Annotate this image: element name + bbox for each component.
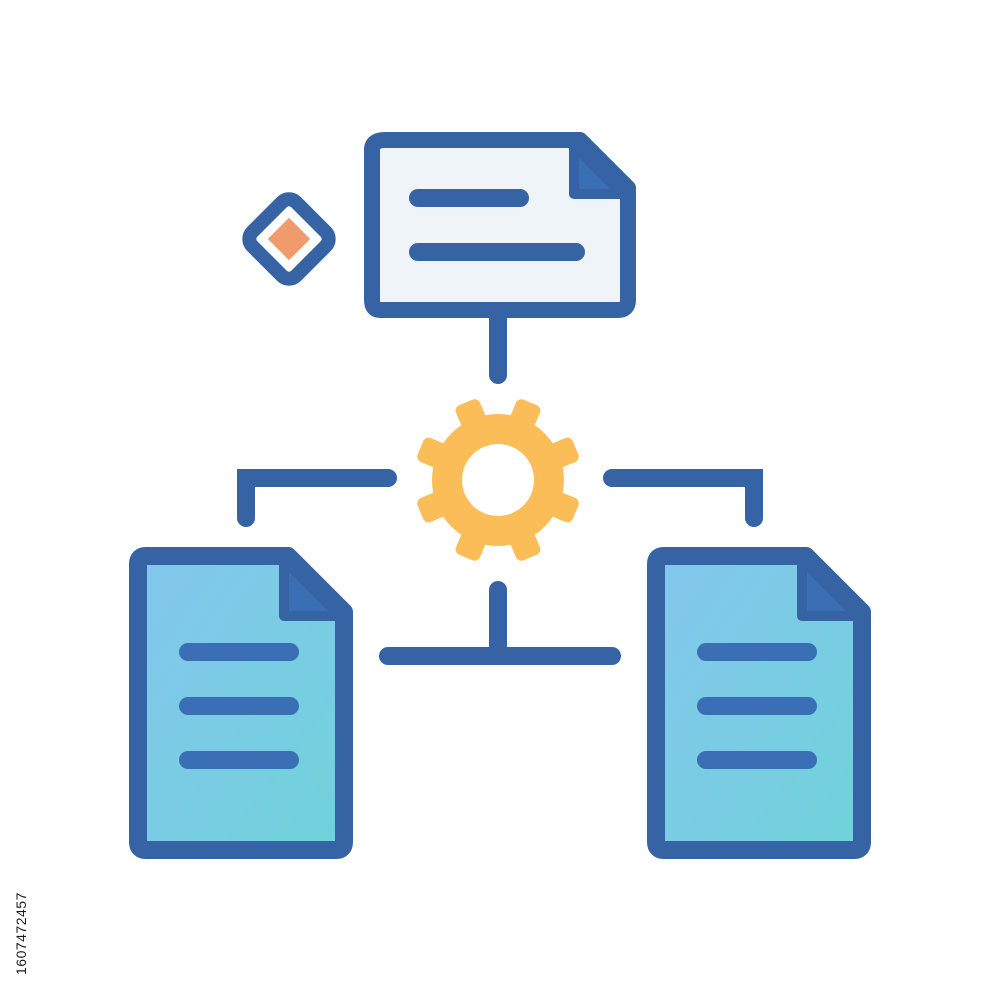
right-document-icon [647,547,871,859]
connector-lines [237,309,763,665]
top-document-icon [364,132,636,318]
gear-icon [417,399,579,561]
stock-id-text: 1607472457 [13,892,29,975]
diamond-icon [242,192,336,286]
left-document-icon [129,547,353,859]
